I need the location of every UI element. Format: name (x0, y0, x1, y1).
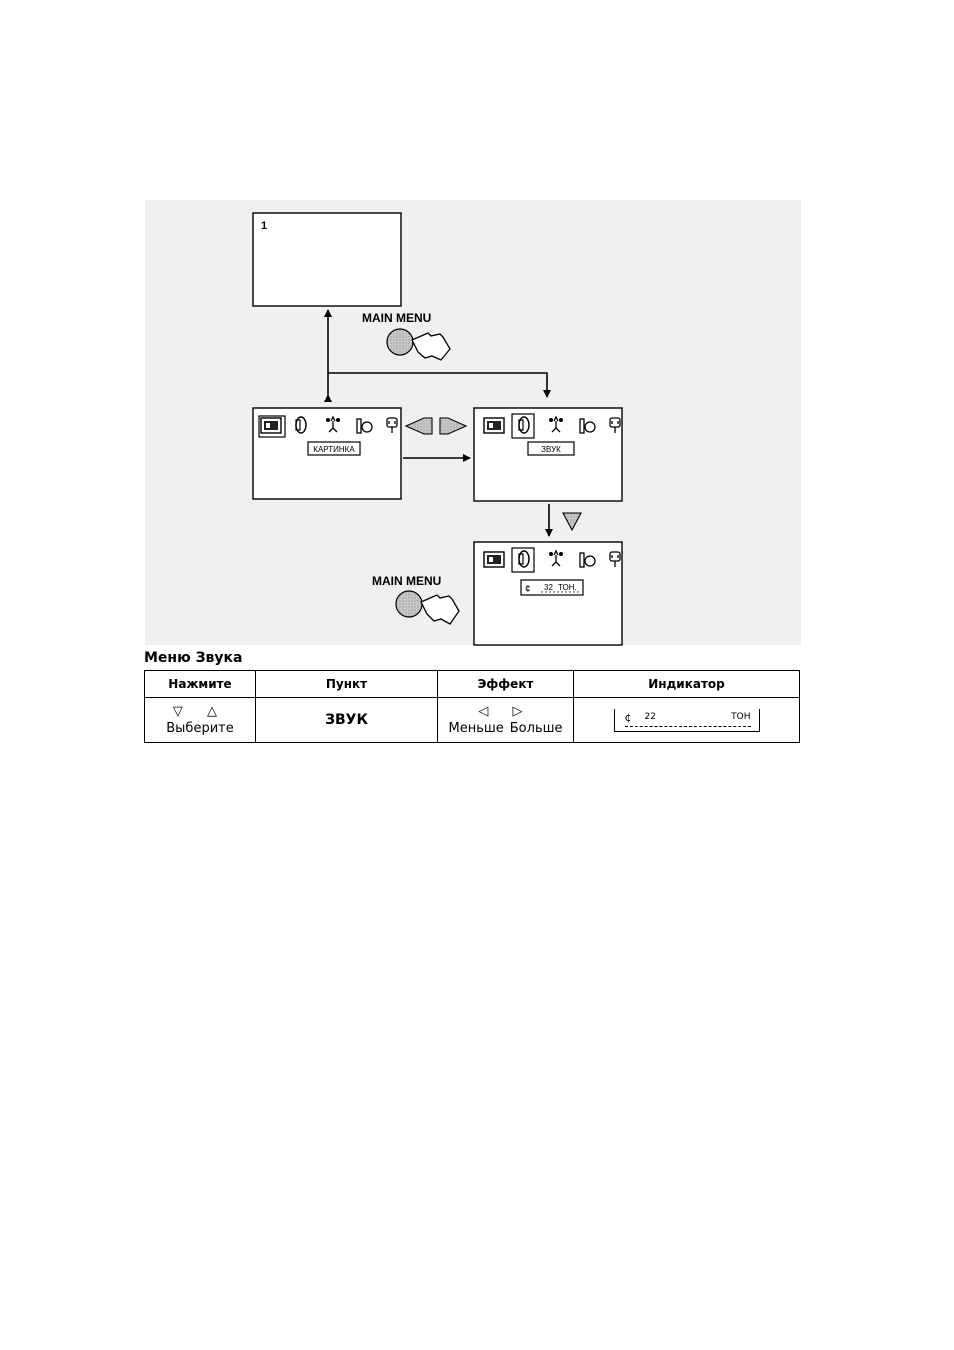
left-right-arrows-icon: ◁ ▷ (478, 704, 532, 719)
indicator-scale (625, 726, 751, 727)
tone-icon: ¢ (625, 711, 632, 724)
effect-less: Меньше (448, 721, 503, 736)
item-value: ЗВУК (325, 712, 368, 728)
level-unit: ТОН. (558, 583, 577, 592)
indicator-value: 22 (645, 712, 656, 722)
cell-press: ▽ △ Выберите (145, 698, 256, 743)
col-header-press: Нажмите (145, 671, 256, 698)
indicator-bar: ¢ 22 ТОН (614, 709, 760, 732)
sound-menu-table: Нажмите Пункт Эффект Индикатор ▽ △ Выбер… (144, 670, 800, 743)
cell-indicator: ¢ 22 ТОН (574, 698, 800, 743)
tv-screen-channel (253, 213, 401, 306)
press-text: Выберите (166, 721, 233, 736)
level-value: 32 (544, 583, 553, 592)
cell-effect: ◁ ▷ Меньше Больше (438, 698, 574, 743)
up-down-arrows-icon: ▽ △ (173, 704, 227, 719)
figure-background (145, 200, 801, 645)
col-header-indicator: Индикатор (574, 671, 800, 698)
main-menu-label-1: MAIN MENU (362, 311, 431, 325)
level-icon: ¢ (525, 584, 531, 595)
tv-channel-number: 1 (261, 220, 267, 232)
main-menu-button-1 (387, 329, 413, 355)
col-header-effect: Эффект (438, 671, 574, 698)
table-header-row: Нажмите Пункт Эффект Индикатор (145, 671, 800, 698)
table-row: ▽ △ Выберите ЗВУК ◁ ▷ Меньше Больше ¢ (145, 698, 800, 743)
section-title: Меню Звука (144, 650, 242, 666)
cell-item: ЗВУК (256, 698, 438, 743)
sound-menu-label: ЗВУК (541, 445, 561, 454)
picture-menu-label: КАРТИНКА (313, 445, 355, 454)
indicator-unit: ТОН (731, 712, 750, 722)
main-menu-button-2 (396, 591, 422, 617)
main-menu-label-2: MAIN MENU (372, 574, 441, 588)
col-header-item: Пункт (256, 671, 438, 698)
effect-more: Больше (510, 721, 563, 736)
menu-navigation-diagram: 1 MAIN MENU КАРТИНКА ЗВУК ¢ 32 ТОН. MAIN… (0, 0, 954, 660)
